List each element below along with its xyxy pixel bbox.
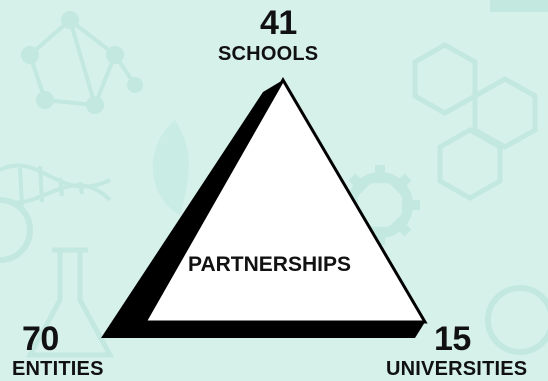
schools-label: SCHOOLS — [218, 43, 319, 65]
schools-count: 41 — [260, 4, 297, 42]
flask-icon — [25, 247, 115, 358]
universities-count: 15 — [434, 320, 471, 358]
universities-label: UNIVERSITIES — [386, 358, 528, 380]
partnerships-triangle — [142, 77, 428, 324]
leaf-icon — [152, 120, 189, 215]
entities-label: ENTITIES — [12, 358, 104, 380]
center-label: PARTNERSHIPS — [188, 253, 351, 276]
molecule-icon — [21, 11, 143, 114]
hexagon-structure-icon — [412, 0, 548, 201]
entities-count: 70 — [22, 320, 59, 358]
